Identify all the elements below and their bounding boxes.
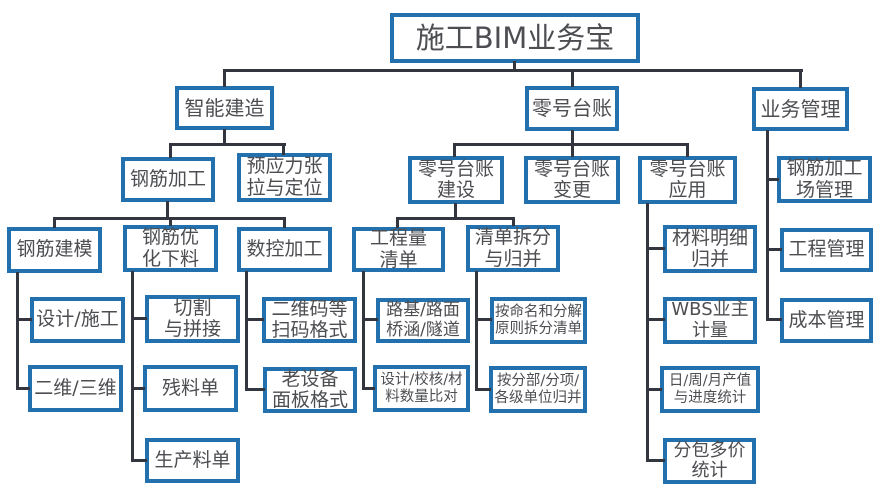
node-rebar-processing: 钢筋加工 <box>121 157 215 202</box>
connector-line <box>453 143 456 157</box>
connector-line <box>16 318 32 321</box>
node-split-by-naming: 按命名和分解 原则拆分清单 <box>490 297 587 344</box>
connector-line <box>396 217 515 220</box>
connector-line <box>16 387 30 390</box>
node-output-progress-stats: 日/周/月产值 与进度统计 <box>660 366 760 413</box>
node-rebar-optimized-cutting: 钢筋优 化下料 <box>123 225 218 272</box>
connector-line <box>799 69 802 88</box>
node-ledger-change: 零号台账 变更 <box>524 156 620 204</box>
connector-line <box>131 271 134 461</box>
node-merge-by-section: 按分部/分项/ 各级单位归并 <box>489 366 587 413</box>
connector-line <box>766 248 782 251</box>
connector-line <box>646 247 665 250</box>
connector-line <box>282 143 285 155</box>
node-material-detail-merge: 材料明细 归并 <box>663 225 757 273</box>
connector-line <box>131 459 147 462</box>
connector-line <box>646 388 662 391</box>
connector-line <box>223 129 226 145</box>
node-boq: 工程量 清单 <box>352 227 445 272</box>
node-cost-mgmt: 成本管理 <box>780 298 873 343</box>
connector-line <box>245 388 265 391</box>
connector-line <box>166 201 169 219</box>
connector-line <box>571 143 574 157</box>
node-project-mgmt: 工程管理 <box>780 228 873 272</box>
connector-line <box>223 69 226 87</box>
connector-line <box>475 318 492 321</box>
node-smart-construction: 智能建造 <box>175 86 274 130</box>
connector-line <box>396 217 399 228</box>
node-production-list: 生产料单 <box>145 438 240 483</box>
connector-line <box>766 318 782 321</box>
connector-line <box>131 317 147 320</box>
node-residual-list: 残料单 <box>143 365 238 412</box>
node-ledger-construction: 零号台账 建设 <box>408 156 504 204</box>
node-rebar-yard-mgmt: 钢筋加工 场管理 <box>777 156 872 203</box>
connector-line <box>169 143 286 146</box>
connector-line <box>513 61 516 71</box>
connector-line <box>766 130 769 321</box>
node-2d-3d: 二维/三维 <box>28 365 123 412</box>
node-subcontract-price-stats: 分包多价 统计 <box>663 438 756 484</box>
node-wbs-owner-measure: WBS业主 计量 <box>663 297 757 344</box>
node-root: 施工BIM业务宝 <box>390 13 640 63</box>
connector-line <box>512 217 515 226</box>
connector-line <box>766 178 779 181</box>
connector-line <box>362 387 375 390</box>
node-design-check-compare: 设计/校核/材 料数量比对 <box>373 365 470 412</box>
connector-line <box>169 217 172 226</box>
connector-line <box>571 130 574 145</box>
connector-line <box>169 143 172 158</box>
node-zero-ledger: 零号台账 <box>525 86 619 131</box>
node-legacy-panel-formats: 老设备 面板格式 <box>263 367 357 413</box>
node-rebar-modeling: 钢筋建模 <box>7 227 102 273</box>
connector-line <box>131 387 145 390</box>
connector-line <box>245 271 248 391</box>
node-prestress: 预应力张 拉与定位 <box>237 153 332 202</box>
connector-line <box>571 69 574 87</box>
node-design-construction: 设计/施工 <box>30 297 125 343</box>
node-ledger-application: 零号台账 应用 <box>638 156 737 204</box>
connector-line <box>362 318 378 321</box>
node-list-split-merge: 清单拆分 与归并 <box>466 225 560 272</box>
node-cutting-splicing: 切割 与拼接 <box>145 295 240 343</box>
connector-line <box>686 143 689 157</box>
connector-line <box>283 217 286 228</box>
connector-line <box>646 459 665 462</box>
connector-line <box>362 271 365 390</box>
node-business-mgmt: 业务管理 <box>752 87 849 131</box>
connector-line <box>475 388 491 391</box>
connector-line <box>53 217 56 228</box>
connector-line <box>16 272 19 389</box>
node-cnc-machining: 数控加工 <box>237 227 332 272</box>
connector-line <box>454 203 457 218</box>
connector-line <box>646 318 665 321</box>
connector-line <box>245 318 264 321</box>
connector-line <box>475 271 478 391</box>
connector-line <box>223 69 803 72</box>
node-road-bridge-tunnel: 路基/路面 桥涵/隧道 <box>376 298 470 343</box>
node-qr-code-formats: 二维码等 扫码格式 <box>262 297 357 343</box>
connector-line <box>646 203 649 462</box>
